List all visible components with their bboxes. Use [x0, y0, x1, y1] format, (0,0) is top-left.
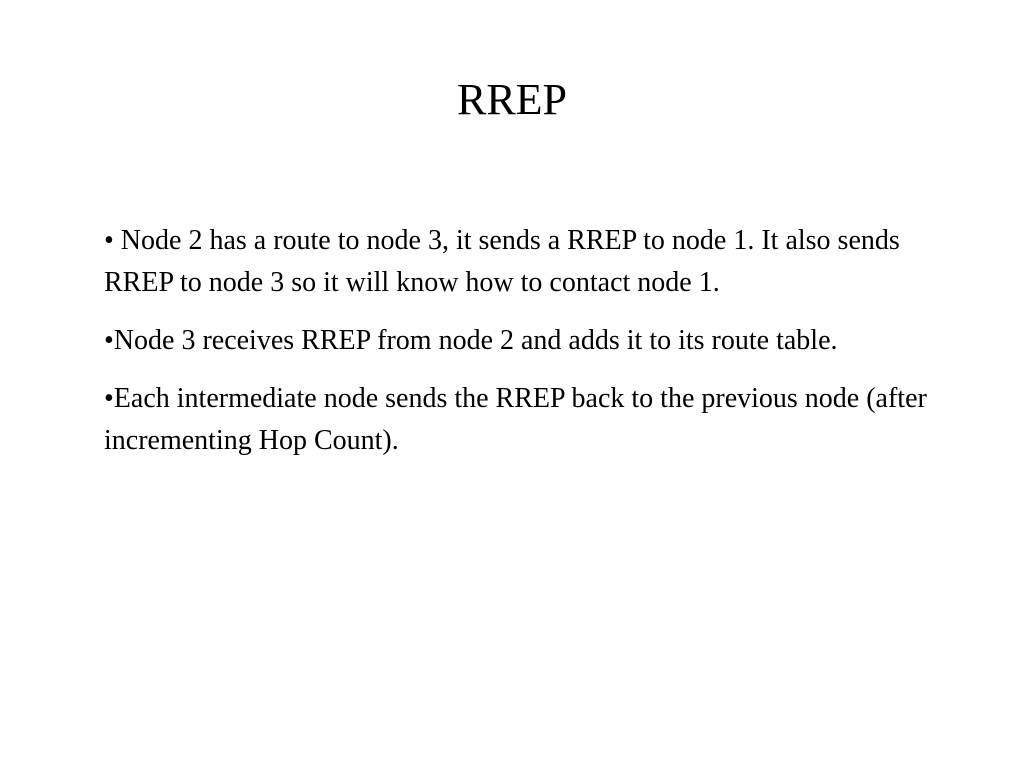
bullet-list: • Node 2 has a route to node 3, it sends… — [104, 220, 944, 478]
bullet-item: • Node 2 has a route to node 3, it sends… — [104, 225, 900, 298]
bullet-item: •Each intermediate node sends the RREP b… — [104, 383, 927, 456]
bullet-item: •Node 3 receives RREP from node 2 and ad… — [104, 325, 838, 356]
slide-title: RREP — [456, 75, 568, 124]
